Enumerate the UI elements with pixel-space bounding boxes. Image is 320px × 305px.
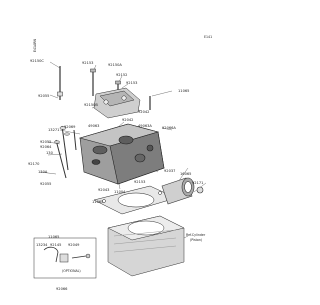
label-ref-cylinder: Ref.Cylinder — [186, 233, 206, 237]
vertical-code: E41ARN — [33, 39, 37, 52]
label-49063: 49063 — [88, 124, 99, 128]
valve-parts — [54, 66, 77, 179]
label-11004: 11004 — [114, 190, 126, 194]
label-92055c: 92055 — [40, 182, 51, 186]
intake-pipe — [161, 177, 204, 205]
label-11065b: 11065 — [92, 200, 103, 204]
label-92049: 92049 — [68, 243, 80, 247]
page-code: E141 — [204, 35, 212, 39]
label-92153b: 92153 — [126, 81, 137, 85]
label-92150b: 92150B — [84, 103, 98, 107]
label-ref-piston: (Piston) — [190, 238, 202, 242]
label-92150c: 92150C — [30, 59, 44, 63]
label-92145: 92145 — [50, 243, 61, 247]
label-92171: 92171 — [192, 181, 203, 185]
head-gasket — [93, 185, 177, 215]
label-92153c: 92153 — [134, 180, 145, 184]
label-16065: 16065 — [180, 172, 191, 176]
optional-parts-box — [33, 237, 97, 279]
cylinder-reference — [107, 215, 185, 277]
label-92066a: 92066A — [162, 126, 176, 130]
label-92064: 92064 — [40, 145, 52, 149]
label-92042b: 92042 — [122, 118, 133, 122]
label-92055a: 92055 — [38, 94, 49, 98]
label-49063a: 49063A — [138, 124, 152, 128]
cylinder-head — [78, 123, 165, 185]
label-92152: 92152 — [116, 73, 127, 77]
label-11065c: 11065 — [48, 235, 59, 239]
camshaft-cap — [90, 68, 151, 119]
label-optional: (OPTIONAL) — [62, 269, 81, 273]
label-92055b: 92055 — [40, 140, 51, 144]
label-13271: 13271 — [48, 128, 59, 132]
label-92066b: 92066 — [56, 287, 68, 291]
parts-diagram: E41ARN E141 — [28, 35, 212, 291]
label-92150a: 92150A — [108, 63, 122, 67]
cylinder-head-exploded-view: E41ARN E141 — [28, 35, 212, 291]
label-92042a: 92042 — [138, 110, 149, 114]
label-11065: 11065 — [178, 89, 189, 93]
label-92153: 92153 — [82, 61, 93, 65]
label-92069: 92069 — [64, 125, 76, 129]
label-130a: 130A — [38, 170, 48, 174]
label-92037: 92037 — [164, 169, 175, 173]
label-92043: 92043 — [98, 188, 109, 192]
label-13234: 13234 — [36, 243, 48, 247]
label-130: 130 — [46, 151, 54, 155]
label-92170: 92170 — [28, 162, 40, 166]
